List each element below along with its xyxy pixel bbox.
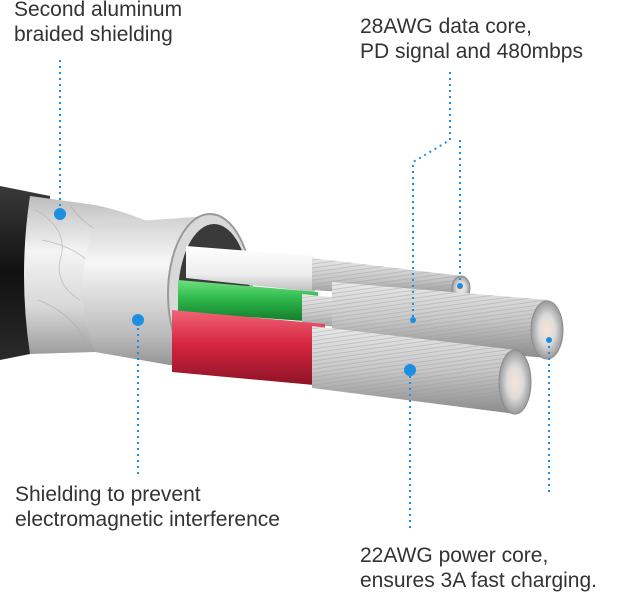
green-wire (178, 280, 318, 322)
label-line: Second aluminum (14, 0, 183, 21)
callout-dots (54, 208, 552, 376)
power-strand-end-gray (530, 300, 564, 360)
label-line: 28AWG data core, (360, 15, 532, 38)
callout-dot-data-top (457, 283, 463, 289)
label-emi-shielding: Shielding to prevent electromagnetic int… (15, 482, 280, 532)
white-wire (186, 246, 315, 292)
label-data-core: 28AWG data core, PD signal and 480mbps (360, 14, 583, 64)
callout-lines (59, 60, 550, 530)
label-line: electromagnetic interference (15, 508, 280, 531)
label-line: PD signal and 480mbps (360, 40, 583, 63)
label-line: ensures 3A fast charging. (360, 569, 597, 592)
label-line: braided shielding (14, 23, 173, 46)
callout-dot-emi (132, 314, 144, 326)
label-second-aluminum-braided-shielding: Second aluminum braided shielding (14, 0, 182, 47)
label-power-core: 22AWG power core, ensures 3A fast chargi… (360, 543, 597, 593)
label-line: Shielding to prevent (15, 483, 201, 506)
power-strand-end-red (498, 349, 532, 415)
callout-dot-power-gray (546, 337, 552, 343)
callout-dot-braid (54, 208, 66, 220)
red-wire (172, 310, 325, 386)
label-line: 22AWG power core, (360, 544, 549, 567)
callout-dot-power (404, 364, 416, 376)
callout-dot-data-middle (410, 317, 416, 323)
